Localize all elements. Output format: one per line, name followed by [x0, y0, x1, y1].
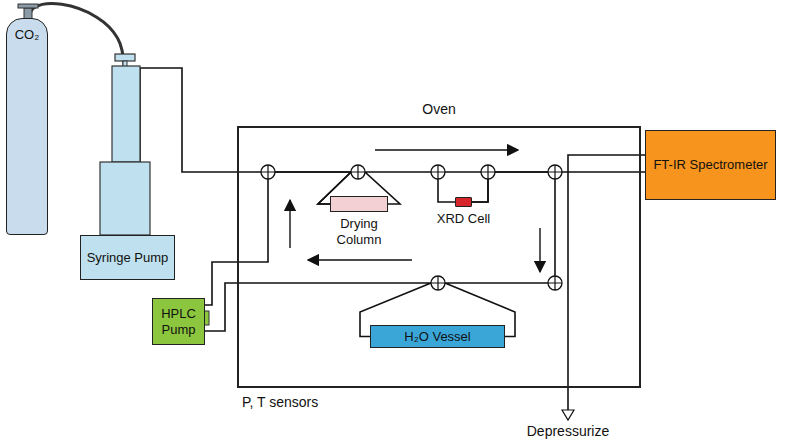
- valve-body: [431, 276, 445, 290]
- syringe-cap: [115, 54, 135, 61]
- valve-cross: [431, 165, 445, 179]
- drying-column: Drying Column: [330, 196, 388, 212]
- valve-body: [261, 165, 275, 179]
- valve-body: [431, 165, 445, 179]
- vent-label: Depressurize: [527, 423, 609, 439]
- pump-box: HPLC Pump: [152, 298, 205, 345]
- valve-cross: [481, 165, 495, 179]
- syringe-body: [100, 162, 150, 235]
- spectrometer-box: FT-IR Spectrometer: [645, 130, 776, 200]
- pump-box: Syringe Pump: [80, 235, 175, 280]
- valve-cross: [548, 276, 562, 290]
- valve-cross: [261, 165, 275, 179]
- valve-symbol: [261, 165, 275, 179]
- flow-arrow: [289, 200, 290, 248]
- node-label: Drying Column: [319, 216, 399, 247]
- valve-body: [351, 165, 365, 179]
- node-label: FT-IR Spectrometer: [653, 157, 767, 173]
- valve-symbol: [431, 276, 445, 290]
- flow-arrow: [308, 259, 412, 260]
- pipe-line: [445, 172, 555, 337]
- water-vessel: H₂O Vessel: [370, 325, 505, 348]
- valve-symbol: [481, 165, 495, 179]
- flow-arrow: [539, 228, 540, 272]
- oven-enclosure: OvenDrying ColumnXRD CellH₂O Vessel: [237, 126, 641, 388]
- valve-body: [481, 165, 495, 179]
- enclosure-heading: Oven: [422, 101, 455, 117]
- valve-body: [548, 165, 562, 179]
- syringe-barrel: [112, 66, 140, 162]
- valve-body: [548, 276, 562, 290]
- vent-line: [568, 155, 645, 410]
- flow-arrow: [375, 149, 518, 150]
- valve-cross: [548, 165, 562, 179]
- valve-symbol: [351, 165, 365, 179]
- node-label: XRD Cell: [437, 211, 490, 227]
- valve-cross: [351, 165, 365, 179]
- valve-symbol: [548, 165, 562, 179]
- node-label: H₂O Vessel: [404, 329, 470, 345]
- pipe-line: [205, 172, 351, 305]
- gas-cylinder: CO₂: [6, 18, 48, 235]
- valve-cross: [431, 276, 445, 290]
- valve-symbol: [548, 276, 562, 290]
- pipe-line: [140, 68, 351, 235]
- vent-arrow: [562, 410, 574, 420]
- cylinder-handle: [18, 4, 38, 8]
- node-label: CO₂: [15, 27, 40, 43]
- xrd-cell: XRD Cell: [455, 197, 472, 207]
- node-label: HPLC Pump: [153, 306, 204, 337]
- valve-symbol: [431, 165, 445, 179]
- node-label: Syringe Pump: [87, 250, 169, 266]
- sensor-note: P, T sensors: [242, 394, 318, 410]
